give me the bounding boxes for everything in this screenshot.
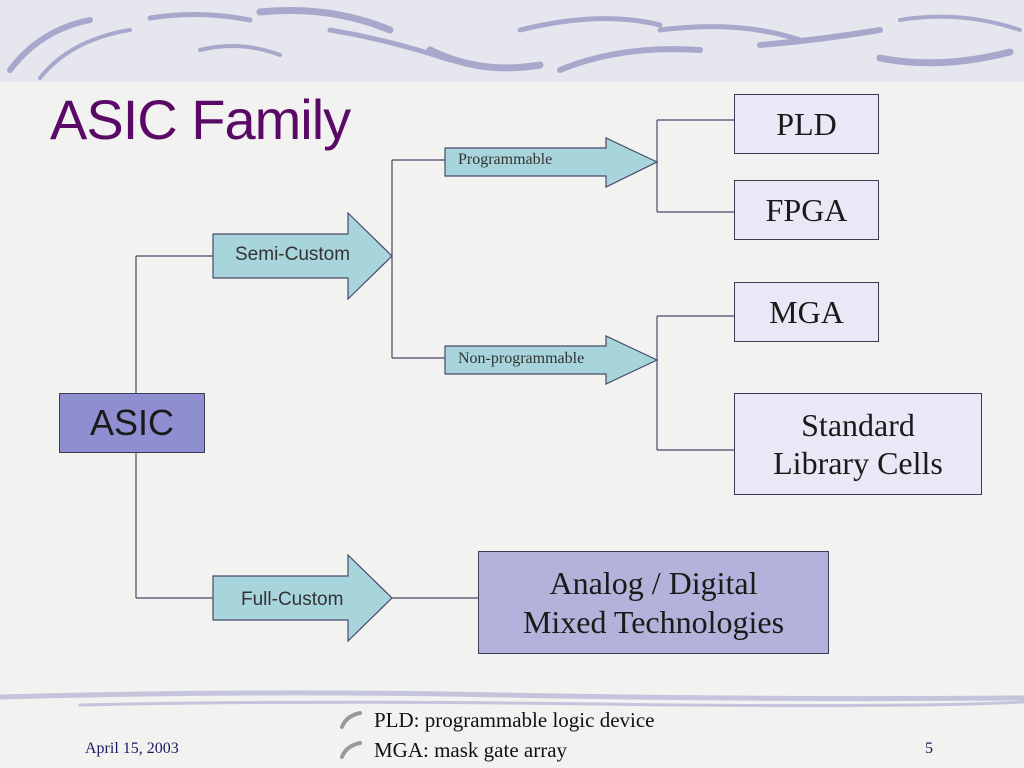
node-pld: PLD	[734, 94, 879, 154]
node-fpga: FPGA	[734, 180, 879, 240]
footnotes: PLD: programmable logic device MGA: mask…	[338, 705, 655, 765]
label-programmable: Programmable	[458, 151, 553, 168]
slide-title: ASIC Family	[50, 88, 351, 151]
standard-line-1: Standard	[801, 406, 915, 443]
node-asic: ASIC	[59, 393, 205, 453]
footer-date: April 15, 2003	[85, 740, 179, 757]
footnote-mga: MGA: mask gate array	[374, 737, 568, 762]
footnote-pld: PLD: programmable logic device	[374, 707, 655, 732]
swoosh-bullet-icon	[340, 741, 362, 759]
arrow-semi-custom	[212, 211, 393, 301]
label-non-programmable: Non-programmable	[458, 350, 585, 367]
arrow-programmable	[444, 137, 659, 188]
node-standard-library-cells: Standard Library Cells	[734, 393, 982, 495]
node-analog-digital-mixed: Analog / Digital Mixed Technologies	[478, 551, 829, 654]
arrow-non-programmable	[444, 335, 659, 385]
arrow-full-custom	[212, 553, 393, 643]
page-number: 5	[925, 740, 933, 757]
label-full-custom: Full-Custom	[241, 589, 344, 610]
standard-line-2: Library Cells	[773, 445, 943, 481]
footnote-item: MGA: mask gate array	[338, 735, 655, 765]
analog-line-2: Mixed Technologies	[522, 603, 785, 640]
analog-line-1: Analog / Digital	[549, 565, 758, 602]
node-mga: MGA	[734, 282, 879, 342]
label-semi-custom: Semi-Custom	[235, 244, 351, 265]
footnote-item: PLD: programmable logic device	[338, 705, 655, 735]
swoosh-bullet-icon	[340, 711, 362, 729]
